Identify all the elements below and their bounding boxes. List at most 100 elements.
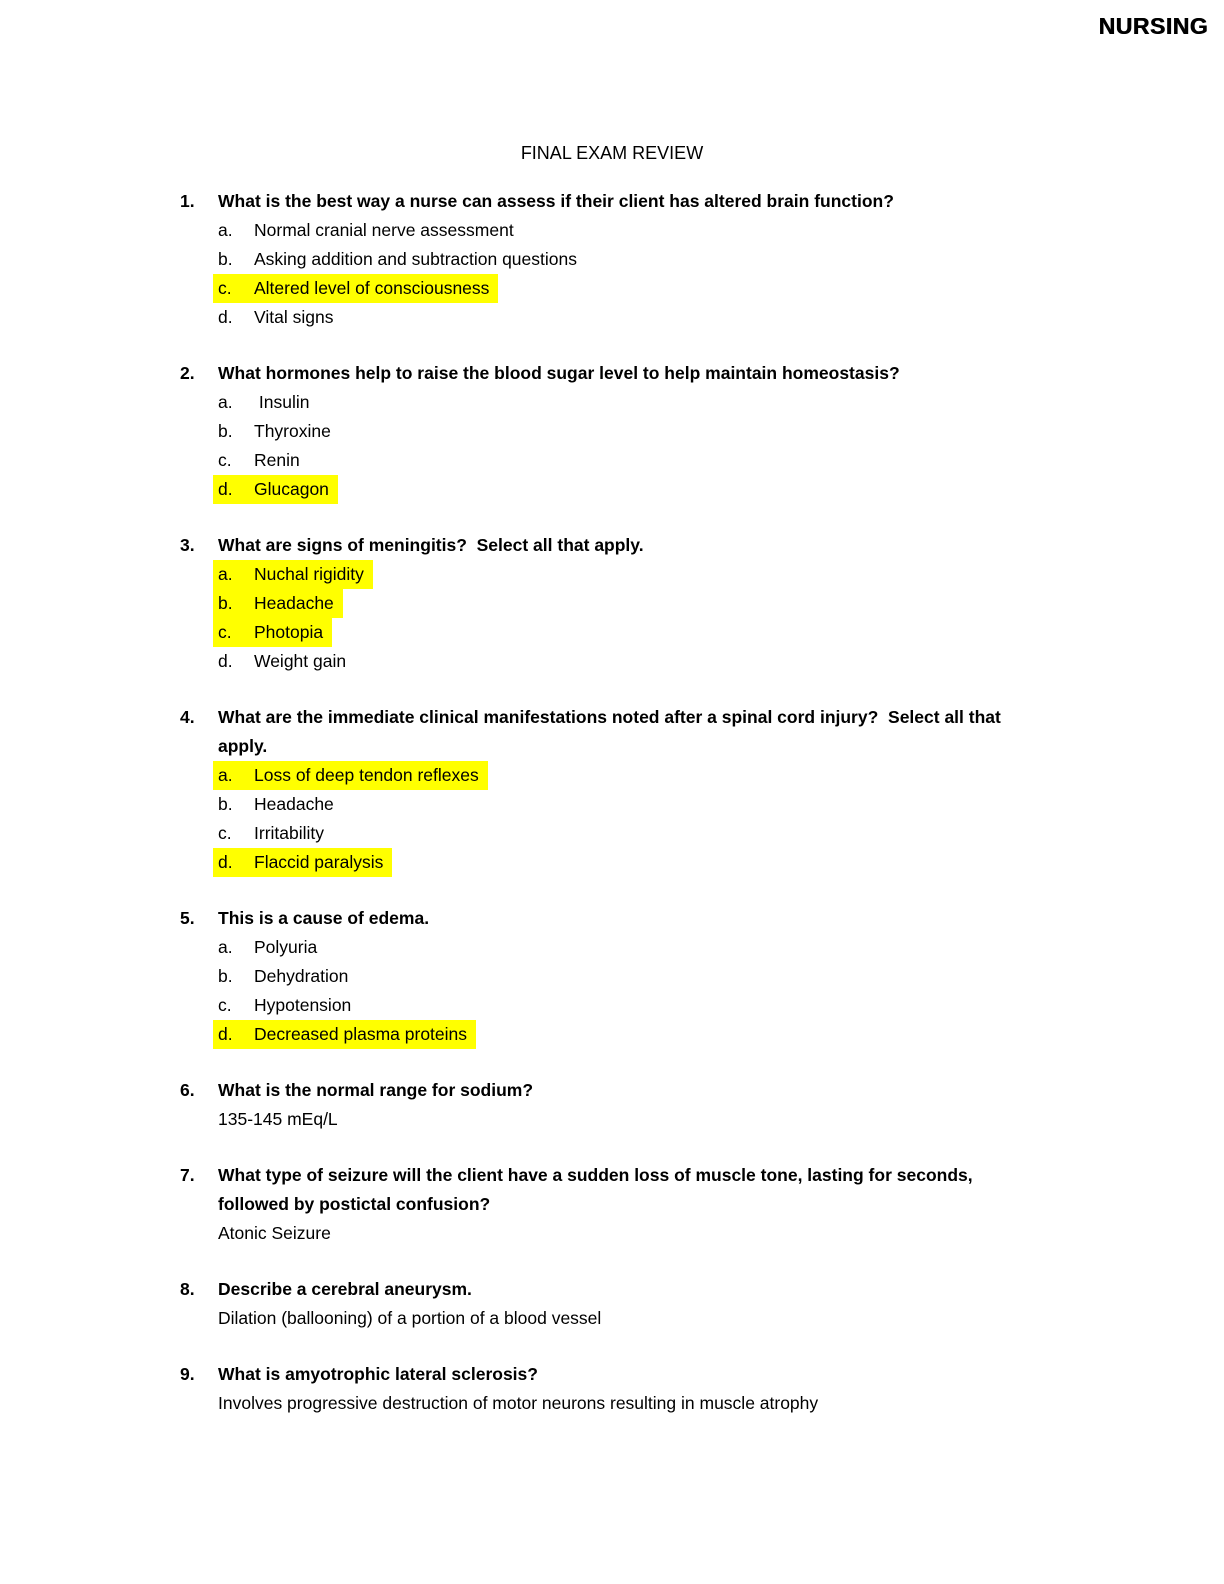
answer-text: Involves progressive destruction of moto… bbox=[218, 1393, 819, 1413]
option-row: b. Headache bbox=[180, 790, 1080, 819]
option-text: Polyuria bbox=[254, 937, 318, 957]
question-text: What is the best way a nurse can assess … bbox=[218, 191, 894, 211]
option-text: Dehydration bbox=[254, 966, 349, 986]
option-c: c. Renin bbox=[218, 446, 300, 475]
option-text: Glucagon bbox=[254, 479, 329, 499]
question-5: 5. This is a cause of edema. a. Polyuria… bbox=[180, 904, 1080, 1049]
question-text: This is a cause of edema. bbox=[218, 908, 430, 928]
option-row: b. Headache bbox=[180, 589, 1080, 618]
option-letter: a. bbox=[218, 392, 233, 412]
option-b: b. Thyroxine bbox=[218, 417, 331, 446]
question-number: 9. bbox=[180, 1364, 195, 1384]
option-text: Weight gain bbox=[254, 651, 347, 671]
option-text: Vital signs bbox=[254, 307, 334, 327]
option-b: b. Headache bbox=[218, 790, 334, 819]
option-row: c. Renin bbox=[180, 446, 1080, 475]
question-line: 3. What are signs of meningitis? Select … bbox=[180, 531, 1080, 560]
question-line: 7. What type of seizure will the client … bbox=[180, 1161, 1080, 1219]
option-letter: a. bbox=[218, 765, 233, 785]
option-letter: c. bbox=[218, 450, 232, 470]
option-a: a. Normal cranial nerve assessment bbox=[218, 216, 514, 245]
answer-text: Atonic Seizure bbox=[218, 1223, 331, 1243]
option-row: c. Hypotension bbox=[180, 991, 1080, 1020]
option-letter: a. bbox=[218, 564, 233, 584]
option-text: Irritability bbox=[254, 823, 325, 843]
option-text: Normal cranial nerve assessment bbox=[254, 220, 514, 240]
question-3: 3. What are signs of meningitis? Select … bbox=[180, 531, 1080, 676]
question-number: 6. bbox=[180, 1080, 195, 1100]
question-text: Describe a cerebral aneurysm. bbox=[218, 1279, 472, 1299]
option-letter: b. bbox=[218, 593, 233, 613]
option-d-highlighted-answer: d. Decreased plasma proteins bbox=[213, 1020, 477, 1049]
question-text: What hormones help to raise the blood su… bbox=[218, 363, 900, 383]
option-letter: b. bbox=[218, 794, 233, 814]
exam-review-body: 1. What is the best way a nurse can asse… bbox=[180, 187, 1080, 1445]
option-text: Insulin bbox=[254, 392, 310, 412]
question-text: What type of seizure will the client hav… bbox=[218, 1165, 973, 1214]
option-row: c. Altered level of consciousness bbox=[180, 274, 1080, 303]
option-row: d. Weight gain bbox=[180, 647, 1080, 676]
question-number: 7. bbox=[180, 1165, 195, 1185]
option-text: Headache bbox=[254, 593, 334, 613]
option-text: Flaccid paralysis bbox=[254, 852, 384, 872]
question-number: 5. bbox=[180, 908, 195, 928]
option-b: b. Asking addition and subtraction quest… bbox=[218, 245, 577, 274]
option-text: Asking addition and subtraction question… bbox=[254, 249, 577, 269]
question-number: 3. bbox=[180, 535, 195, 555]
option-letter: d. bbox=[218, 651, 233, 671]
option-row: d. Glucagon bbox=[180, 475, 1080, 504]
option-letter: c. bbox=[218, 622, 232, 642]
option-letter: c. bbox=[218, 995, 232, 1015]
option-text: Thyroxine bbox=[254, 421, 331, 441]
page-title: FINAL EXAM REVIEW bbox=[520, 143, 704, 163]
question-text: What are signs of meningitis? Select all… bbox=[218, 535, 644, 555]
question-7: 7. What type of seizure will the client … bbox=[180, 1161, 1080, 1248]
option-row: d. Flaccid paralysis bbox=[180, 848, 1080, 877]
option-letter: d. bbox=[218, 852, 233, 872]
option-letter: a. bbox=[218, 937, 233, 957]
question-2: 2. What hormones help to raise the blood… bbox=[180, 359, 1080, 504]
option-row: c. Photopia bbox=[180, 618, 1080, 647]
option-text: Hypotension bbox=[254, 995, 352, 1015]
option-letter: b. bbox=[218, 966, 233, 986]
option-letter: c. bbox=[218, 823, 232, 843]
option-text: Nuchal rigidity bbox=[254, 564, 364, 584]
option-row: a. Loss of deep tendon reflexes bbox=[180, 761, 1080, 790]
question-1: 1. What is the best way a nurse can asse… bbox=[180, 187, 1080, 332]
option-text: Photopia bbox=[254, 622, 324, 642]
option-letter: d. bbox=[218, 479, 233, 499]
option-letter: d. bbox=[218, 307, 233, 327]
question-line: 8. Describe a cerebral aneurysm. bbox=[180, 1275, 1080, 1304]
option-d: d. Vital signs bbox=[218, 303, 333, 332]
option-text: Renin bbox=[254, 450, 300, 470]
option-c: c. Hypotension bbox=[218, 991, 351, 1020]
option-b: b. Dehydration bbox=[218, 962, 348, 991]
option-row: d. Decreased plasma proteins bbox=[180, 1020, 1080, 1049]
answer-text: Dilation (ballooning) of a portion of a … bbox=[218, 1308, 602, 1328]
option-c: c. Irritability bbox=[218, 819, 324, 848]
question-line: 1. What is the best way a nurse can asse… bbox=[180, 187, 1080, 216]
option-letter: c. bbox=[218, 278, 232, 298]
option-text: Headache bbox=[254, 794, 334, 814]
question-number: 8. bbox=[180, 1279, 195, 1299]
option-row: d. Vital signs bbox=[180, 303, 1080, 332]
option-a: a. Polyuria bbox=[218, 933, 317, 962]
question-number: 4. bbox=[180, 707, 195, 727]
question-text: What are the immediate clinical manifest… bbox=[218, 707, 1001, 756]
option-row: c. Irritability bbox=[180, 819, 1080, 848]
option-text: Decreased plasma proteins bbox=[254, 1024, 468, 1044]
option-row: b. Thyroxine bbox=[180, 417, 1080, 446]
option-c-highlighted-answer: c. Altered level of consciousness bbox=[213, 274, 499, 303]
option-row: b. Asking addition and subtraction quest… bbox=[180, 245, 1080, 274]
question-6: 6. What is the normal range for sodium? … bbox=[180, 1076, 1080, 1134]
question-4: 4. What are the immediate clinical manif… bbox=[180, 703, 1080, 877]
answer-text: 135-145 mEq/L bbox=[218, 1109, 338, 1129]
question-9: 9. What is amyotrophic lateral sclerosis… bbox=[180, 1360, 1080, 1418]
nursing-watermark: NURSING bbox=[1098, 13, 1208, 39]
question-number: 1. bbox=[180, 191, 195, 211]
option-row: b. Dehydration bbox=[180, 962, 1080, 991]
option-letter: b. bbox=[218, 421, 233, 441]
question-line: 4. What are the immediate clinical manif… bbox=[180, 703, 1080, 761]
option-a: a. Insulin bbox=[218, 388, 309, 417]
question-8: 8. Describe a cerebral aneurysm. Dilatio… bbox=[180, 1275, 1080, 1333]
